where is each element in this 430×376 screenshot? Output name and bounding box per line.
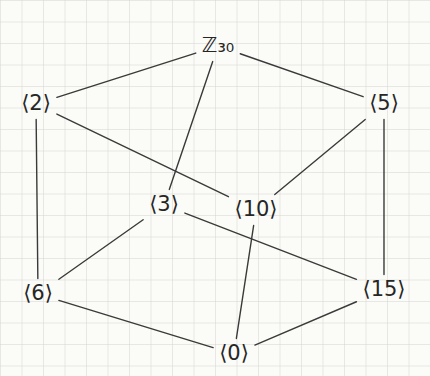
subgroup-name: ⟨3⟩ [149, 193, 179, 216]
lattice-edge [57, 114, 229, 197]
lattice-edge [59, 300, 213, 347]
subgroup-name: ⟨10⟩ [234, 198, 277, 221]
subgroup-name: ⟨15⟩ [362, 278, 405, 301]
lattice-edge [36, 120, 38, 279]
subgroup-label: ⟨6⟩ [19, 280, 57, 307]
subgroup-name: ℤ₃₀ [202, 34, 234, 57]
lattice-edge [383, 120, 384, 275]
lattice-edge [255, 302, 357, 345]
subgroup-label: ℤ₃₀ [198, 32, 238, 59]
lattice-edge [236, 226, 253, 339]
lattice-edge [185, 213, 357, 279]
subgroup-label: ⟨15⟩ [358, 276, 409, 303]
lattice-edge [57, 53, 196, 97]
lattice-edge [169, 62, 212, 190]
subgroup-name: ⟨0⟩ [219, 342, 249, 365]
subgroup-name: ⟨6⟩ [23, 282, 53, 305]
lattice-edge [59, 220, 143, 280]
subgroup-label: ⟨0⟩ [215, 340, 253, 367]
subgroup-label: ⟨5⟩ [365, 90, 403, 117]
subgroup-name: ⟨2⟩ [21, 92, 51, 115]
subgroup-name: ⟨5⟩ [369, 92, 399, 115]
subgroup-label: ⟨2⟩ [17, 90, 55, 117]
subgroup-label: ⟨10⟩ [230, 196, 281, 223]
subgroup-label: ⟨3⟩ [145, 191, 183, 218]
lattice-edge [240, 54, 363, 97]
lattice-edge [275, 120, 365, 195]
